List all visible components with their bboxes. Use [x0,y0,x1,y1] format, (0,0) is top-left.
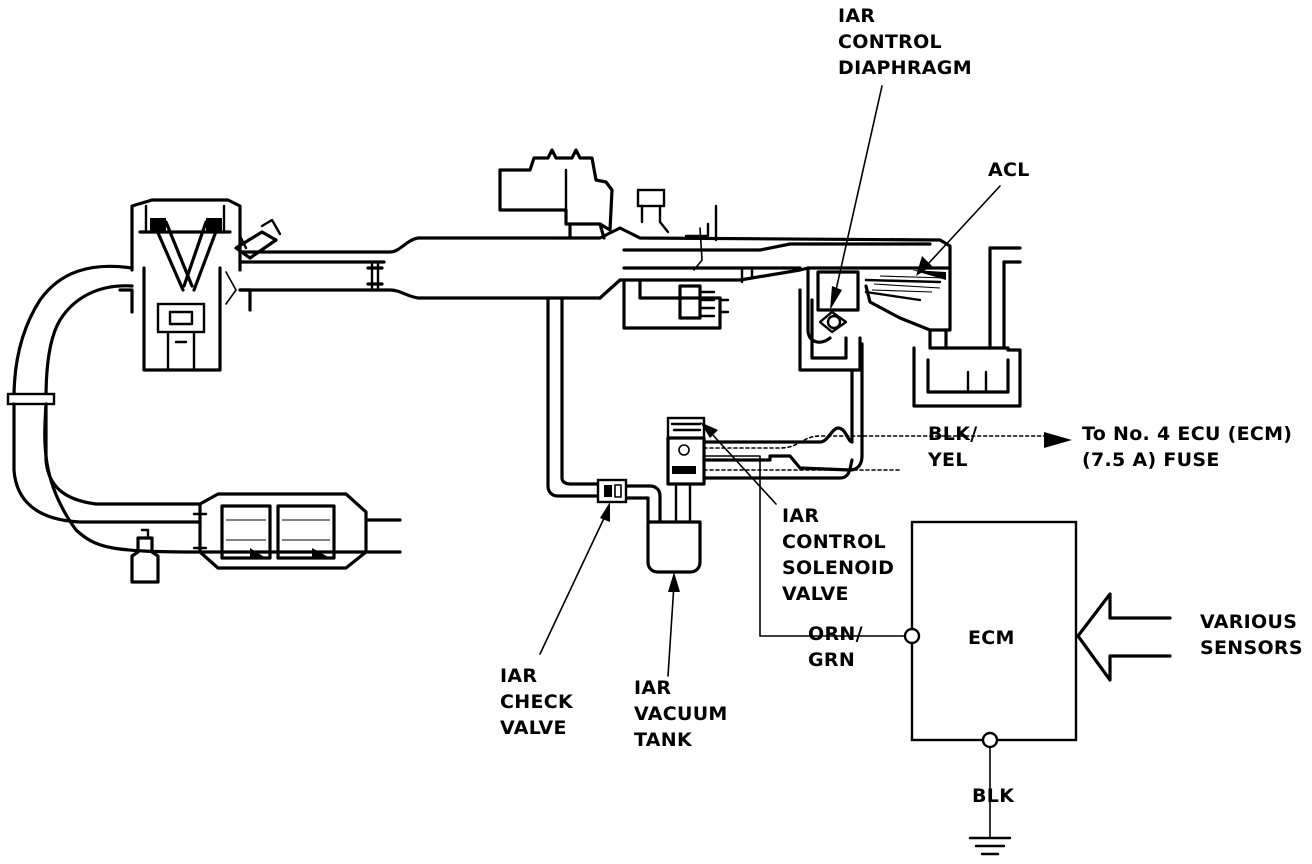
svg-text:VALVE: VALVE [782,583,849,605]
oxygen-sensor [130,528,160,584]
svg-text:IAR: IAR [838,5,875,27]
svg-text:IAR: IAR [634,677,671,699]
svg-text:CONTROL: CONTROL [838,31,942,53]
engine-cylinder [118,198,282,372]
iar-check-valve-part [596,478,628,504]
ecm-box [903,520,1078,749]
svg-text:IAR: IAR [782,505,819,527]
label-iar-control-diaphragm: IAR CONTROL DIAPHRAGM [838,5,972,79]
iar-vacuum-tank-part [646,520,702,574]
label-various-sensors: VARIOUS SENSORS [1200,611,1303,659]
label-blk: BLK [972,785,1015,807]
svg-text:VALVE: VALVE [500,717,567,739]
svg-text:SENSORS: SENSORS [1200,637,1303,659]
svg-text:CHECK: CHECK [500,691,574,713]
svg-text:VACUUM: VACUUM [634,703,728,725]
label-orn-grn: ORN/ GRN [808,623,863,671]
svg-text:SOLENOID: SOLENOID [782,557,894,579]
label-blk-yel: BLK/ YEL [927,423,977,471]
svg-text:IAR: IAR [500,665,537,687]
exhaust-pipe [6,264,402,584]
leader-lines [539,85,1001,677]
label-fuse: To No. 4 ECU (ECM) (7.5 A) FUSE [1082,423,1292,471]
air-cleaner [806,238,1022,408]
svg-text:To No. 4 ECU (ECM): To No. 4 ECU (ECM) [1082,423,1292,445]
svg-text:VARIOUS: VARIOUS [1200,611,1297,633]
svg-text:TANK: TANK [634,729,693,751]
svg-text:BLK/: BLK/ [928,423,977,445]
label-acl: ACL [988,159,1030,181]
vacuum-hoses [546,296,864,522]
fuel-injector [234,218,282,260]
svg-text:YEL: YEL [927,449,968,471]
catalytic-converter [192,492,368,570]
sensors-input-arrow [1076,592,1172,682]
svg-text:CONTROL: CONTROL [782,531,886,553]
label-iar-vacuum-tank: IAR VACUUM TANK [634,677,728,751]
svg-text:GRN: GRN [808,649,855,671]
label-iar-control-solenoid-valve: IAR CONTROL SOLENOID VALVE [782,505,894,605]
svg-text:(7.5 A) FUSE: (7.5 A) FUSE [1082,449,1220,471]
svg-text:ORN/: ORN/ [808,623,863,645]
iar-control-solenoid-valve-part [666,416,706,524]
iar-control-diaphragm-part [798,270,862,372]
label-iar-check-valve: IAR CHECK VALVE [500,665,574,739]
intake-manifold [238,148,942,330]
label-ecm: ECM [968,627,1015,649]
svg-text:DIAPHRAGM: DIAPHRAGM [838,57,972,79]
